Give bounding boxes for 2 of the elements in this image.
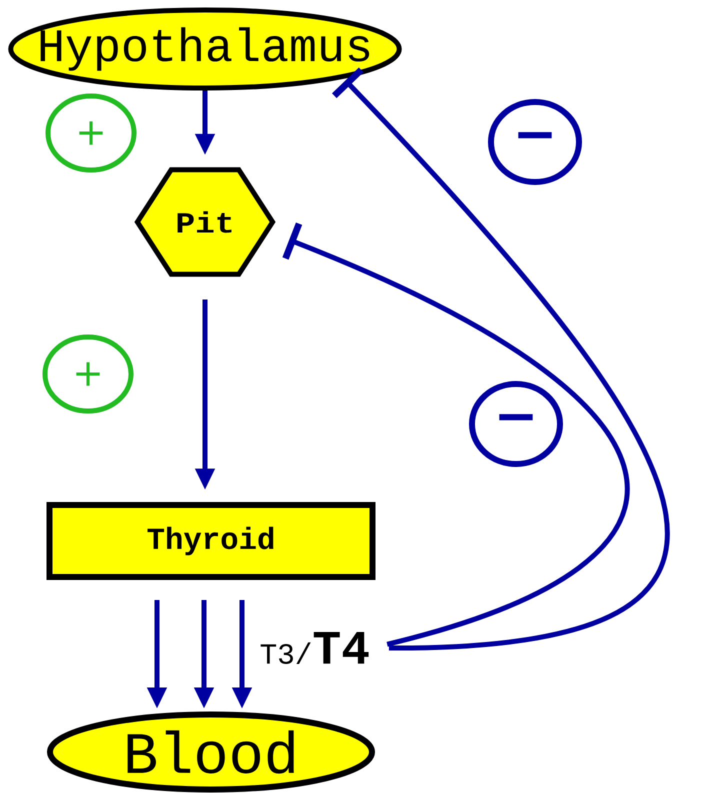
thyroid-box: Thyroid xyxy=(46,502,376,580)
hormone-label: T3/T4 xyxy=(260,632,369,664)
